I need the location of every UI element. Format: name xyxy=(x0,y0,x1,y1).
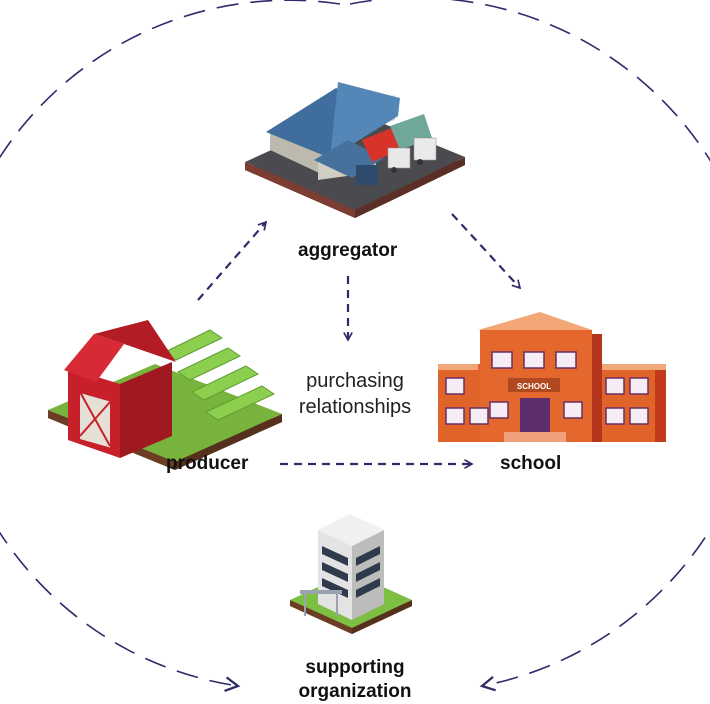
supporting-label-line2: organization xyxy=(298,681,412,702)
supporting-organization-label: supporting organization xyxy=(288,656,422,704)
producer-label: producer xyxy=(166,453,249,474)
center-label-line1: purchasing xyxy=(306,370,404,392)
school-building-icon: SCHOOL xyxy=(438,312,666,442)
center-label: purchasing relationships xyxy=(292,368,418,420)
supporting-label-line1: supporting xyxy=(305,657,405,678)
barn-icon xyxy=(48,320,282,470)
aggregator-label: aggregator xyxy=(298,240,398,261)
warehouse-icon xyxy=(245,82,465,218)
school-sign: SCHOOL xyxy=(517,382,551,391)
arrow-aggregator-to-school xyxy=(451,213,520,288)
inner-arrows xyxy=(197,213,520,464)
school-label: school xyxy=(500,453,562,474)
outer-cycle xyxy=(0,0,710,686)
center-label-line2: relationships xyxy=(298,396,412,418)
outer-cycle-left-arc xyxy=(0,0,341,686)
office-tower-icon xyxy=(290,514,412,634)
outer-cycle-right-arc xyxy=(349,0,710,686)
arrow-producer-to-aggregator xyxy=(197,222,266,301)
